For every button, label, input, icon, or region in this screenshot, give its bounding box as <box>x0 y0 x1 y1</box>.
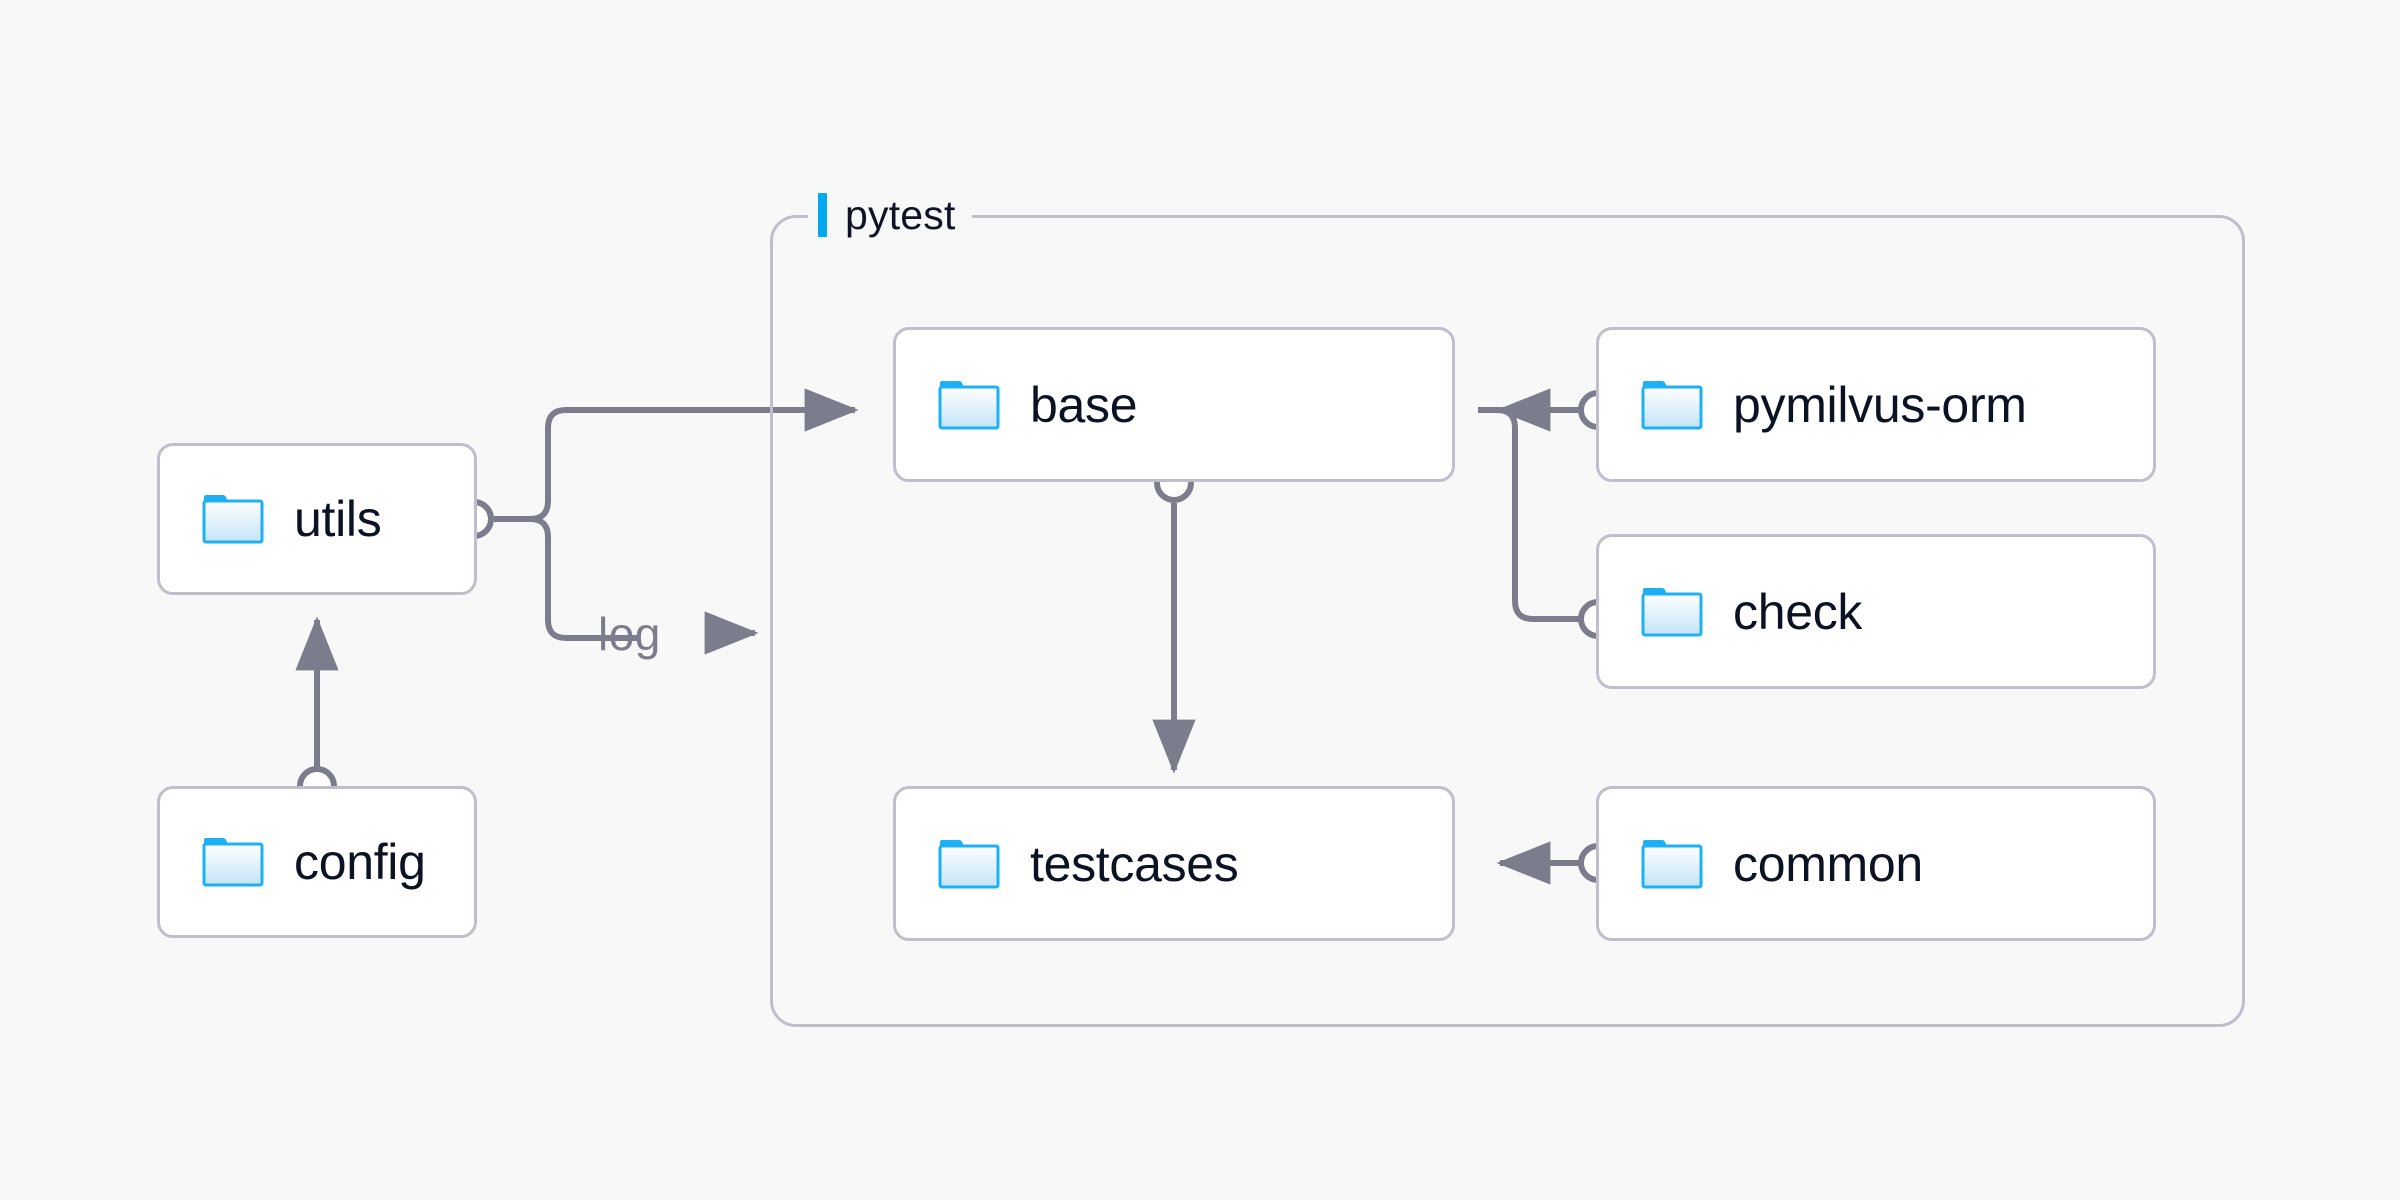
node-pymilvus-orm-label: pymilvus-orm <box>1733 376 2027 433</box>
node-utils-label: utils <box>294 491 382 547</box>
folder-icon <box>1641 587 1703 636</box>
node-base-label: base <box>1030 376 1138 433</box>
folder-icon <box>938 839 1000 888</box>
folder-icon <box>1641 839 1703 888</box>
pytest-group-title: pytest <box>845 192 956 238</box>
node-base[interactable]: base <box>893 327 1455 482</box>
edge-label-log-text: log <box>598 608 661 660</box>
node-testcases[interactable]: testcases <box>893 786 1455 941</box>
node-check[interactable]: check <box>1596 534 2156 689</box>
folder-icon <box>938 380 1000 429</box>
folder-icon <box>1641 380 1703 429</box>
edge-label-log: log <box>598 607 661 661</box>
vertical-bar-accent-icon <box>818 193 827 237</box>
node-testcases-label: testcases <box>1030 835 1239 892</box>
node-check-label: check <box>1733 583 1863 640</box>
node-utils[interactable]: utils <box>157 443 477 595</box>
pytest-group-container[interactable] <box>770 215 2245 1027</box>
node-config-label: config <box>294 834 426 890</box>
node-pymilvus-orm[interactable]: pymilvus-orm <box>1596 327 2156 482</box>
node-config[interactable]: config <box>157 786 477 938</box>
folder-icon <box>202 838 264 887</box>
folder-icon <box>202 495 264 544</box>
pytest-group-label: pytest <box>808 187 972 243</box>
node-common-label: common <box>1733 835 1923 892</box>
node-common[interactable]: common <box>1596 786 2156 941</box>
